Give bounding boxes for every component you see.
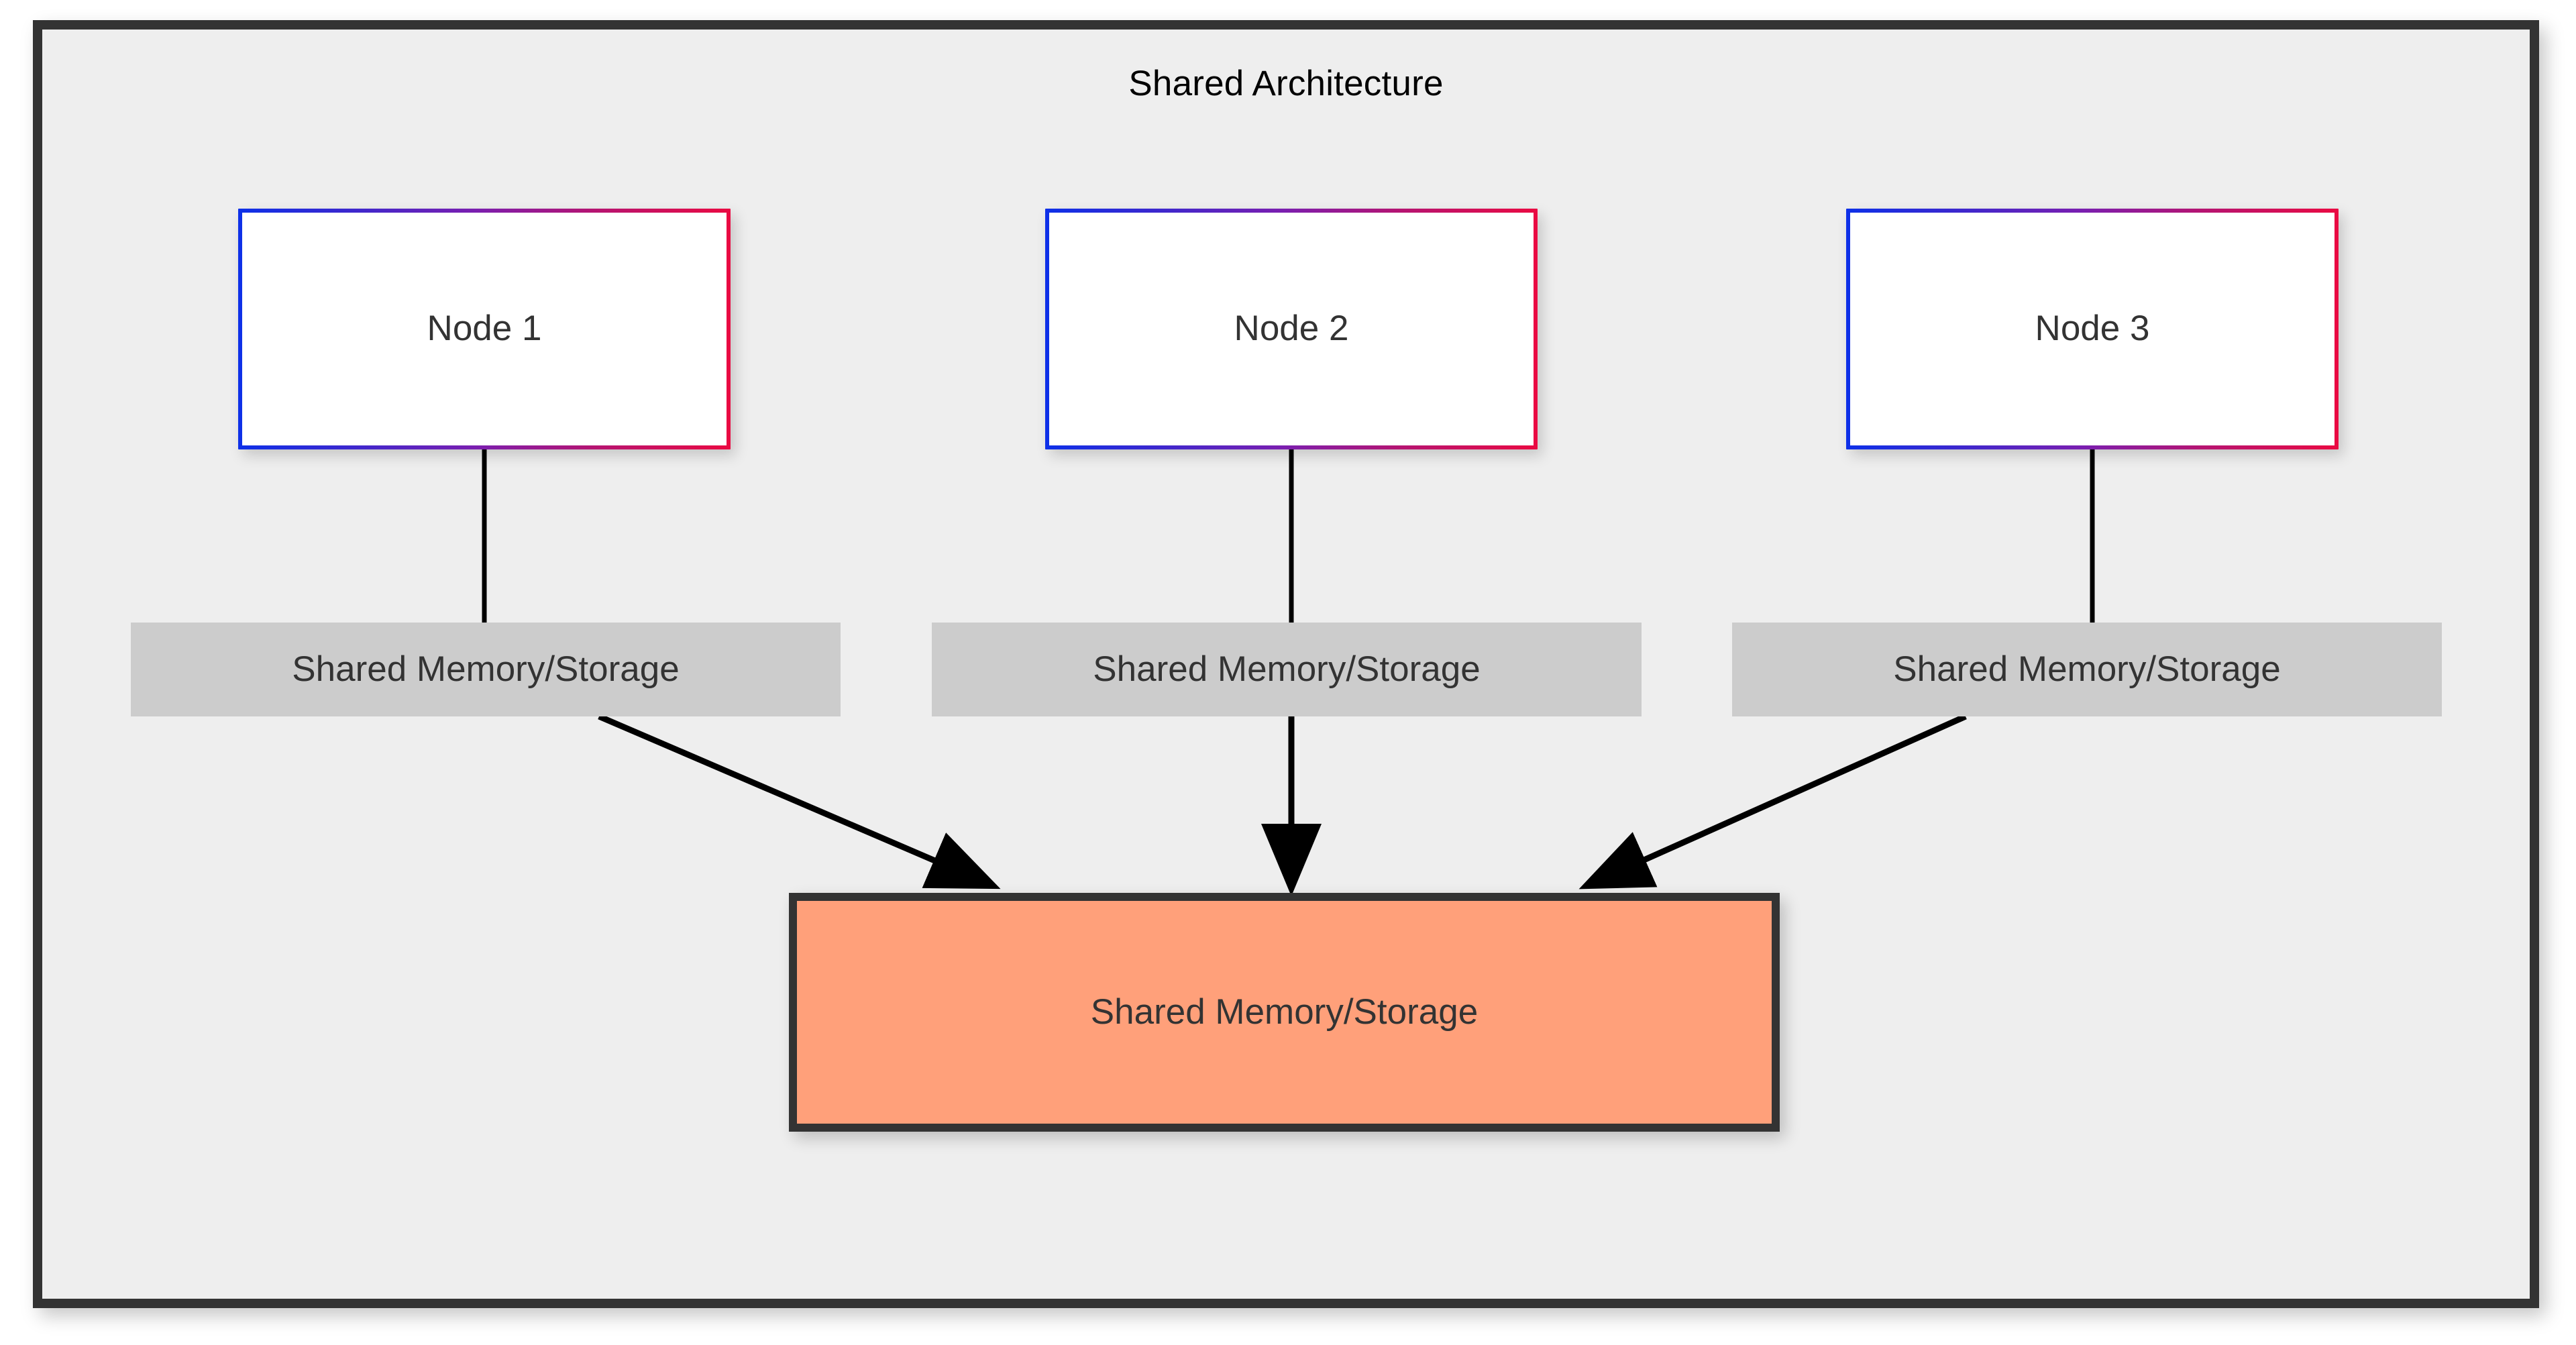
page-title: Shared Architecture xyxy=(1128,64,1444,103)
edge-label-node1: Shared Memory/Storage xyxy=(131,623,841,716)
node-box-node-2[interactable]: Node 2 xyxy=(1045,209,1538,449)
node-label: Node 3 xyxy=(2035,309,2150,349)
node-label: Node 2 xyxy=(1234,309,1349,349)
shared-storage-box[interactable]: Shared Memory/Storage xyxy=(789,893,1780,1132)
shared-storage-label: Shared Memory/Storage xyxy=(1090,991,1479,1032)
edge-label-node3: Shared Memory/Storage xyxy=(1732,623,2442,716)
node-box-node-3[interactable]: Node 3 xyxy=(1846,209,2339,449)
node-label: Node 1 xyxy=(427,309,542,349)
node-box-node-1[interactable]: Node 1 xyxy=(238,209,731,449)
edge-label-node2: Shared Memory/Storage xyxy=(932,623,1642,716)
